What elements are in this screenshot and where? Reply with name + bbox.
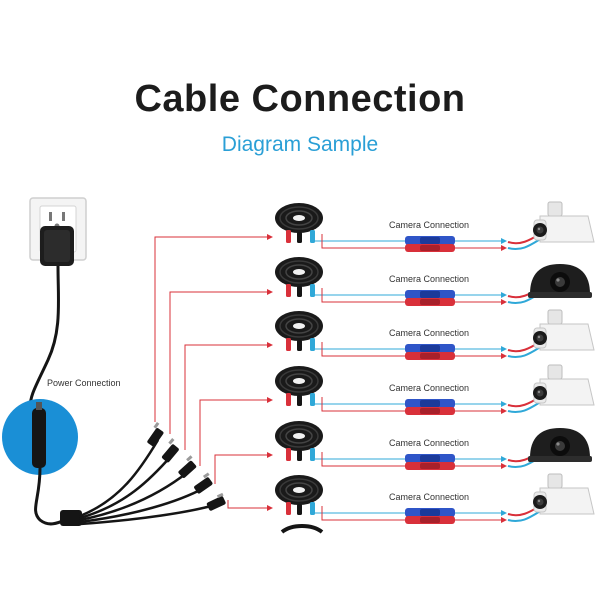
bnc-connector-pair-icon [405,290,455,306]
camera-connection-label: Camera Connection [389,328,469,338]
camera-connection-label: Camera Connection [389,492,469,502]
splitter-hub-icon [60,510,82,526]
power-adapter-icon [40,226,74,266]
bnc-connector-pair-icon [405,508,455,524]
camera-connection-label: Camera Connection [389,438,469,448]
cable-coil-icon [275,257,323,287]
bullet-camera-icon [508,474,594,521]
camera-connection-row: Camera Connection [275,257,506,306]
dc-connector-icon [32,408,46,468]
power-connection-label: Power Connection [47,378,121,388]
camera-connection-label: Camera Connection [389,383,469,393]
partial-cable-coil [282,526,322,532]
bullet-camera-icon [508,365,594,412]
bnc-connector-pair-icon [405,454,455,470]
camera-connection-label: Camera Connection [389,274,469,284]
bnc-connector-pair-icon [405,399,455,415]
cable-coil-icon [275,421,323,451]
cable-coil-icon [275,475,323,505]
camera-connection-row: Camera Connection [275,421,506,470]
bullet-camera-icon [508,310,594,357]
cable-coil-icon [275,366,323,396]
dome-camera-icon [508,428,592,467]
bnc-connector-pair-icon [405,236,455,252]
camera-connection-row: Camera Connection [275,203,506,252]
bullet-camera-icon [508,202,594,249]
camera-connection-row: Camera Connection [275,475,506,524]
dome-camera-icon [508,264,592,303]
camera-connection-row: Camera Connection [275,366,506,415]
camera-connection-row: Camera Connection [275,311,506,360]
camera-connection-label: Camera Connection [389,220,469,230]
power-routing-lines [155,237,272,508]
power-splitter-cable [80,440,215,524]
cable-coil-icon [275,311,323,341]
cable-coil-icon [275,203,323,233]
bnc-connector-pair-icon [405,344,455,360]
